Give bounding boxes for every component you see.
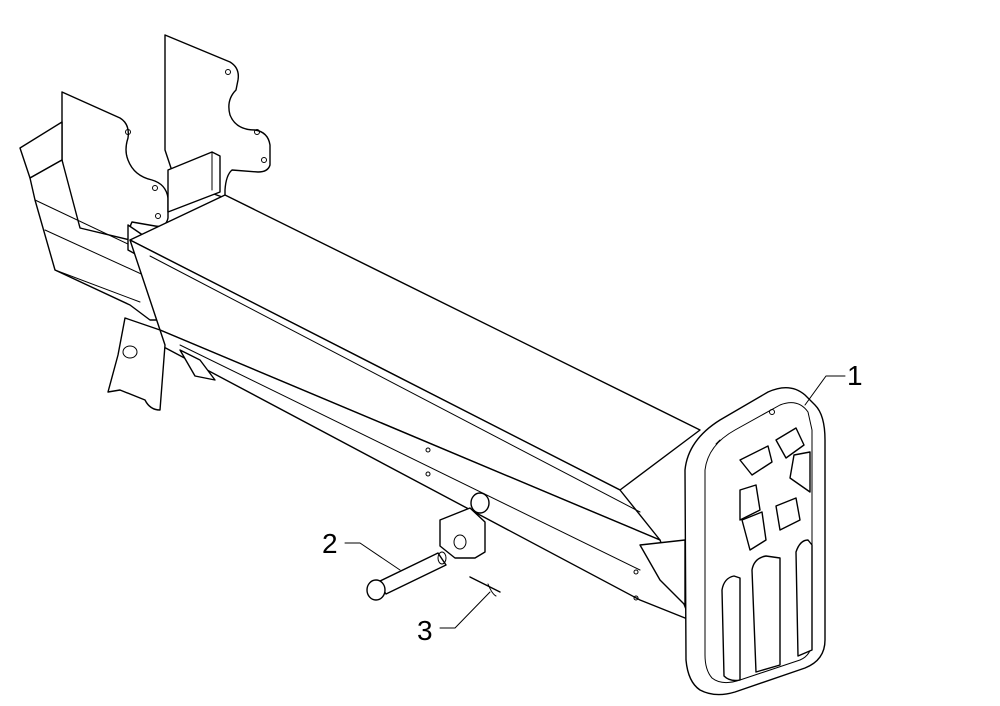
leader-2 [344,542,401,571]
callout-labels: 1 2 3 [322,360,863,646]
rear-mount-bracket [19,34,271,321]
leader-3 [439,591,491,629]
callout-2: 2 [322,528,338,559]
callout-1: 1 [847,360,863,391]
part-1-end-plate [684,387,826,696]
callout-3: 3 [417,615,433,646]
part-3-cotter-pin [469,576,501,597]
leader-1 [804,375,846,406]
part-2-pin [366,551,447,601]
main-beam-tube [107,194,701,621]
leader-lines [344,375,846,629]
